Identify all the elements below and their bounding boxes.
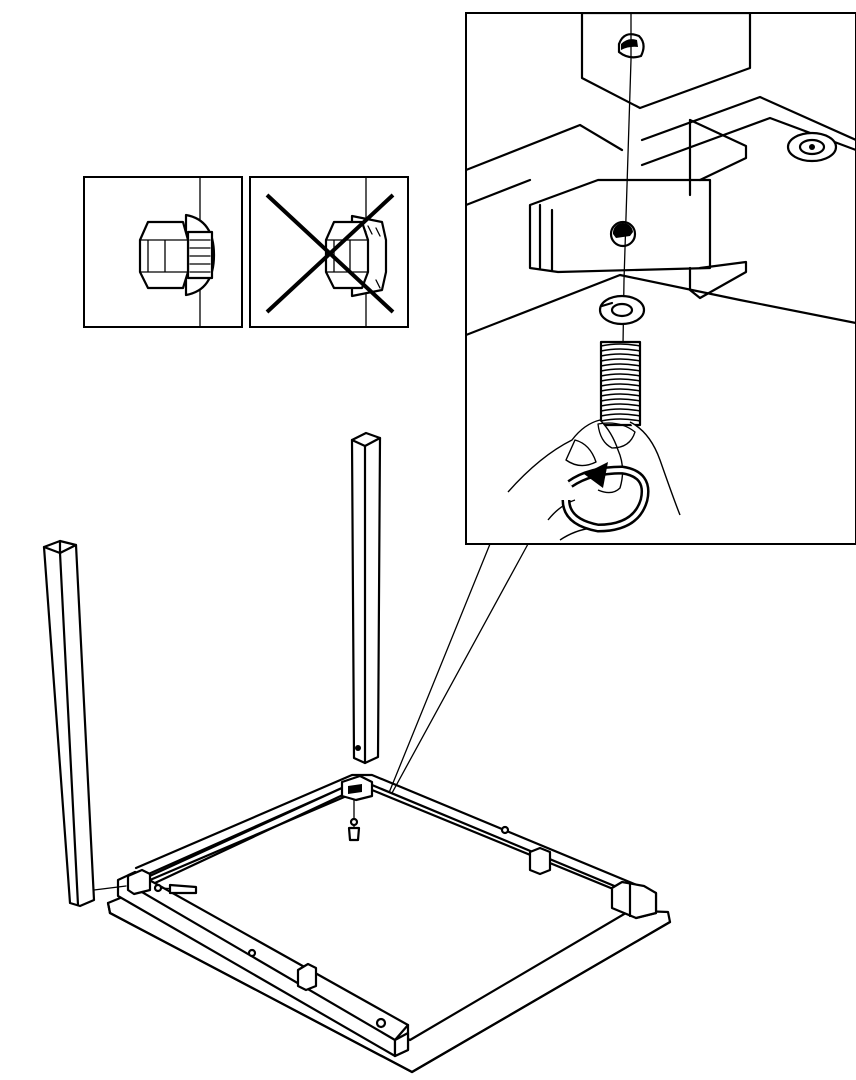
wrong-cross-icon	[265, 193, 395, 314]
table-leg-left	[42, 539, 96, 908]
table-frame	[93, 773, 672, 1074]
correct-bolt-icon	[138, 213, 216, 297]
support-block	[528, 846, 552, 876]
hand	[507, 419, 624, 494]
bracket-left	[126, 868, 152, 896]
callout-lines	[379, 543, 529, 816]
rotate-clockwise-icon	[561, 462, 650, 533]
rail-left-top	[466, 123, 624, 172]
leg-block	[580, 13, 752, 110]
support-block-corner	[610, 880, 658, 920]
table-leg-right	[350, 431, 382, 765]
correct-bolt-panel	[83, 176, 243, 328]
wrong-bolt-panel	[249, 176, 409, 328]
zoom-detail-panel	[465, 12, 856, 545]
bolt-threads	[600, 343, 641, 422]
